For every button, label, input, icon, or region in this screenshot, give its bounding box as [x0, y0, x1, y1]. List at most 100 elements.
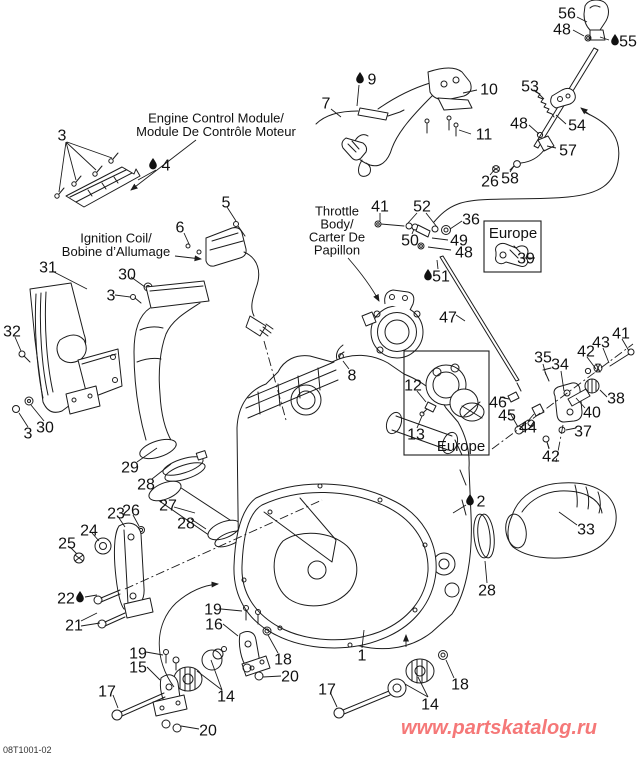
callout-56: 56 [558, 6, 576, 23]
callout-6: 6 [176, 220, 185, 237]
shift-linkage-art [507, 348, 635, 449]
callout-49: 49 [450, 233, 468, 250]
callout-26: 26 [481, 174, 499, 191]
callout-3: 3 [58, 128, 67, 145]
callout-13: 13 [407, 427, 425, 444]
callout-38: 38 [607, 391, 625, 408]
callout-18: 18 [274, 652, 292, 669]
callout-42: 42 [577, 344, 595, 361]
callout-18: 18 [451, 677, 469, 694]
ignition-coil-art [185, 221, 274, 337]
clutch-cover-art [233, 483, 437, 649]
callout-53: 53 [521, 79, 539, 96]
callout-28: 28 [478, 583, 496, 600]
ignition-coil-label: Ignition Coil/Bobine d’Allumage [62, 231, 170, 260]
callout-3: 3 [24, 426, 33, 443]
callout-8: 8 [348, 368, 357, 385]
leader-lines [14, 16, 630, 730]
throttle-lever-linkage-art [374, 220, 522, 392]
europe-box: Europe [483, 220, 542, 273]
ignition-coil-label-line: Ignition Coil/ [80, 231, 152, 246]
callout-46: 46 [489, 395, 507, 412]
callout-24: 24 [80, 523, 98, 540]
throttle-body-label-line: Throttle [315, 204, 359, 219]
callout-41: 41 [612, 326, 630, 343]
callout-21: 21 [65, 618, 83, 635]
callout-22: 22 [57, 591, 75, 608]
callout-9: 9 [368, 72, 377, 89]
callout-17: 17 [98, 684, 116, 701]
air-duct-art [473, 482, 617, 559]
oil-drop-icon [356, 72, 364, 84]
callout-28: 28 [137, 477, 155, 494]
callout-35: 35 [534, 350, 552, 367]
callout-19: 19 [129, 646, 147, 663]
europe-box-label: Europe [489, 225, 537, 242]
callout-12: 12 [404, 378, 422, 395]
callout-4: 4 [162, 158, 171, 175]
callout-1: 1 [358, 648, 367, 665]
callout-42: 42 [542, 449, 560, 466]
callout-34: 34 [551, 357, 569, 374]
throttle-body-label-line: Body/ [320, 217, 354, 232]
oil-drop-icon [76, 591, 84, 603]
callout-11: 11 [476, 127, 493, 144]
callout-25: 25 [58, 536, 76, 553]
callout-54: 54 [568, 118, 586, 135]
oil-drop-icon [424, 269, 432, 281]
callout-28: 28 [177, 516, 195, 533]
callout-26: 26 [122, 503, 140, 520]
callout-23: 23 [107, 506, 125, 523]
callout-30: 30 [118, 267, 136, 284]
engine-mounts-left-art [73, 522, 272, 733]
callout-20: 20 [199, 723, 217, 740]
callout-40: 40 [583, 405, 601, 422]
callout-48: 48 [553, 22, 571, 39]
callout-44: 44 [519, 420, 537, 437]
callout-31: 31 [39, 260, 57, 277]
callout-14: 14 [421, 697, 439, 714]
callout-5: 5 [222, 195, 231, 212]
document-number: 08T1001-02 [3, 745, 52, 755]
callout-41: 41 [371, 199, 389, 216]
heat-shield-art [12, 282, 153, 415]
text-labels: Engine Control Module/Module De Contrôle… [62, 111, 365, 260]
callout-10: 10 [480, 82, 498, 99]
callout-47: 47 [439, 310, 457, 327]
callout-15: 15 [129, 660, 147, 677]
callout-32: 32 [3, 324, 21, 341]
callout-29: 29 [121, 460, 139, 477]
callout-14: 14 [217, 689, 235, 706]
europe-box-frame [403, 350, 490, 456]
callout-17: 17 [318, 682, 336, 699]
callout-51: 51 [432, 269, 450, 286]
ecm-label: Engine Control Module/Module De Contrôle… [136, 111, 296, 140]
callout-55: 55 [619, 34, 637, 51]
callout-7: 7 [322, 96, 331, 113]
callout-52: 52 [413, 199, 431, 216]
europe-box-label: Europe [437, 438, 485, 455]
callout-3: 3 [107, 288, 116, 305]
callout-57: 57 [559, 143, 577, 160]
callout-30: 30 [36, 420, 54, 437]
watermark-url: www.partskatalog.ru [401, 717, 597, 739]
ecm-label-line: Module De Contrôle Moteur [136, 124, 296, 139]
throttle-body-art [335, 289, 424, 365]
callout-39: 39 [517, 251, 535, 268]
throttle-body-label-line: Papillon [314, 243, 360, 258]
construction-lines [124, 340, 634, 590]
callout-45: 45 [498, 408, 516, 425]
oil-drop-icon [611, 34, 619, 46]
ecm-module-art [54, 152, 141, 208]
callout-2: 2 [477, 494, 486, 511]
callout-16: 16 [205, 617, 223, 634]
engine-mount-right-art [333, 634, 448, 719]
oil-drop-icon [466, 494, 474, 506]
europe-box: Europe [403, 350, 490, 456]
ignition-coil-label-line: Bobine d’Allumage [62, 244, 170, 259]
